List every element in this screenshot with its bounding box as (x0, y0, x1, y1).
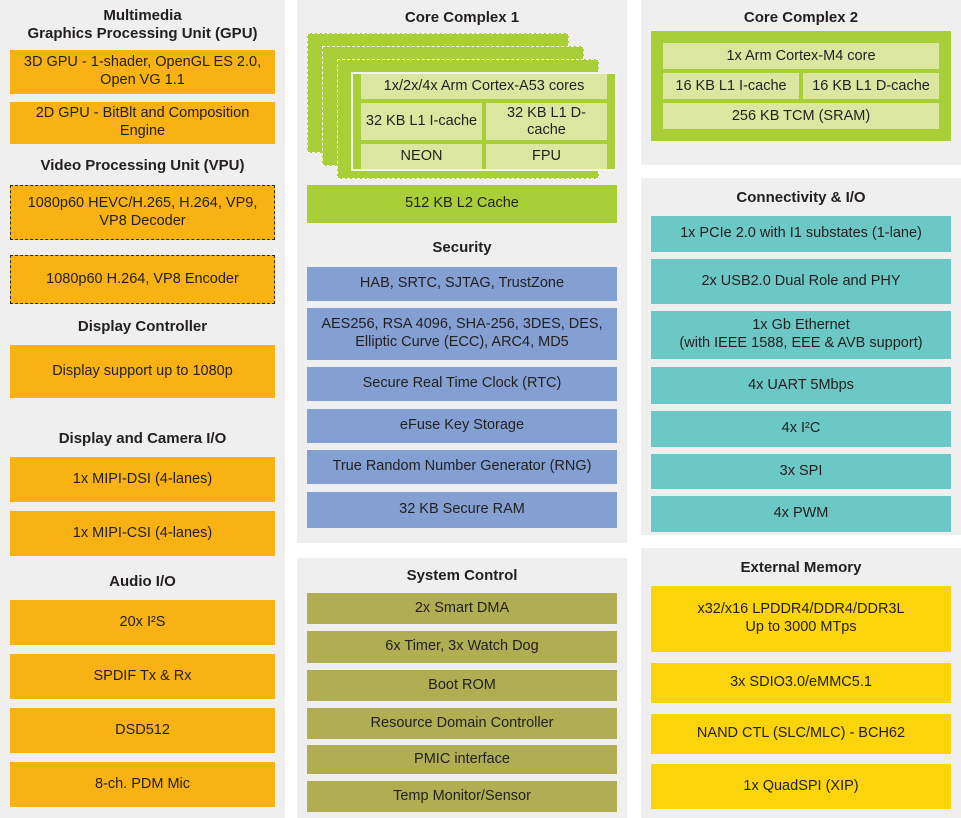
cortex-m4-container: 1x Arm Cortex-M4 core 16 KB L1 I-cache 1… (651, 31, 951, 141)
panel-external-memory: External Memory x32/x16 LPDDR4/DDR4/DDR3… (641, 548, 961, 818)
cell-a53-cores: 1x/2x/4x Arm Cortex-A53 cores (361, 73, 607, 99)
box-secure-rtc: Secure Real Time Clock (RTC) (307, 367, 617, 401)
cell-fpu: FPU (486, 144, 607, 170)
panel-core-complex-1: Core Complex 1 1x/2x/4x Arm Cortex-A53 c… (297, 0, 627, 543)
header-gpu: Graphics Processing Unit (GPU) (27, 25, 258, 42)
header-system-control: System Control (406, 567, 518, 584)
cell-l1-icache: 32 KB L1 I-cache (361, 102, 482, 141)
box-spi: 3x SPI (651, 454, 951, 489)
cell-tcm-sram: 256 KB TCM (SRAM) (663, 103, 939, 129)
box-pcie: 1x PCIe 2.0 with I1 substates (1-lane) (651, 216, 951, 252)
box-l2-cache: 512 KB L2 Cache (307, 185, 617, 223)
box-timer-watchdog: 6x Timer, 3x Watch Dog (307, 631, 617, 663)
header-display-controller: Display Controller (77, 318, 208, 335)
header-core-complex-1: Core Complex 1 (404, 9, 520, 26)
header-audio-io: Audio I/O (109, 573, 176, 590)
box-lpddr4-line2: Up to 3000 MTps (745, 619, 857, 635)
box-temp-monitor: Temp Monitor/Sensor (307, 781, 617, 812)
a53-row-units: NEON FPU (361, 144, 607, 170)
box-quadspi: 1x QuadSPI (XIP) (651, 764, 951, 809)
box-dsd512: DSD512 (10, 708, 275, 753)
box-pmic: PMIC interface (307, 745, 617, 774)
box-i2c: 4x I²C (651, 411, 951, 447)
box-2d-gpu: 2D GPU - BitBlt and Composition Engine (10, 102, 275, 144)
box-boot-rom: Boot ROM (307, 670, 617, 701)
box-nand-ctl: NAND CTL (SLC/MLC) - BCH62 (651, 714, 951, 754)
box-pwm: 4x PWM (651, 496, 951, 532)
box-uart: 4x UART 5Mbps (651, 367, 951, 404)
box-ethernet: 1x Gb Ethernet (with IEEE 1588, EEE & AV… (651, 311, 951, 359)
m4-row-core: 1x Arm Cortex-M4 core (663, 43, 939, 69)
cell-m4-icache: 16 KB L1 I-cache (663, 73, 799, 99)
header-core-complex-2: Core Complex 2 (743, 9, 859, 26)
a53-row-cores: 1x/2x/4x Arm Cortex-A53 cores (361, 73, 607, 99)
header-multimedia: Multimedia (103, 7, 182, 24)
a53-row-caches: 32 KB L1 I-cache 32 KB L1 D-cache (361, 102, 607, 141)
box-lpddr4: x32/x16 LPDDR4/DDR4/DDR3L Up to 3000 MTp… (651, 586, 951, 652)
cell-m4-dcache: 16 KB L1 D-cache (803, 73, 939, 99)
box-pdm-mic: 8-ch. PDM Mic (10, 762, 275, 807)
box-efuse: eFuse Key Storage (307, 409, 617, 443)
box-mipi-dsi: 1x MIPI-DSI (4-lanes) (10, 457, 275, 502)
box-resource-domain: Resource Domain Controller (307, 708, 617, 739)
box-spdif: SPDIF Tx & Rx (10, 654, 275, 699)
header-display-camera-io: Display and Camera I/O (58, 430, 227, 447)
header-security: Security (432, 239, 492, 256)
box-hab-trustzone: HAB, SRTC, SJTAG, TrustZone (307, 267, 617, 301)
cell-l1-dcache: 32 KB L1 D-cache (486, 102, 607, 141)
box-ethernet-line1: 1x Gb Ethernet (752, 317, 850, 334)
a53-card-front: 1x/2x/4x Arm Cortex-A53 cores 32 KB L1 I… (351, 72, 617, 171)
cortex-a53-card-stack: 1x/2x/4x Arm Cortex-A53 cores 32 KB L1 I… (307, 33, 617, 179)
cell-m4-core: 1x Arm Cortex-M4 core (663, 43, 939, 69)
box-display-support: Display support up to 1080p (10, 345, 275, 398)
header-connectivity-io: Connectivity & I/O (736, 189, 866, 206)
box-i2s: 20x I²S (10, 600, 275, 645)
box-vpu-decoder: 1080p60 HEVC/H.265, H.264, VP9, VP8 Deco… (10, 185, 275, 240)
m4-row-caches: 16 KB L1 I-cache 16 KB L1 D-cache (663, 73, 939, 99)
box-lpddr4-line1: x32/x16 LPDDR4/DDR4/DDR3L (697, 601, 905, 618)
header-external-memory: External Memory (740, 559, 862, 576)
box-ethernet-line2: (with IEEE 1588, EEE & AVB support) (679, 335, 923, 351)
box-vpu-encoder: 1080p60 H.264, VP8 Encoder (10, 255, 275, 304)
box-mipi-csi: 1x MIPI-CSI (4-lanes) (10, 511, 275, 556)
m4-row-tcm: 256 KB TCM (SRAM) (663, 103, 939, 129)
header-vpu: Video Processing Unit (VPU) (40, 157, 245, 174)
panel-connectivity-io: Connectivity & I/O 1x PCIe 2.0 with I1 s… (641, 178, 961, 535)
box-usb: 2x USB2.0 Dual Role and PHY (651, 259, 951, 304)
panel-core-complex-2: Core Complex 2 1x Arm Cortex-M4 core 16 … (641, 0, 961, 165)
box-crypto: AES256, RSA 4096, SHA-256, 3DES, DES, El… (307, 308, 617, 360)
panel-system-control: System Control 2x Smart DMA 6x Timer, 3x… (297, 558, 627, 818)
box-sdio-emmc: 3x SDIO3.0/eMMC5.1 (651, 663, 951, 703)
box-smart-dma: 2x Smart DMA (307, 593, 617, 624)
box-3d-gpu: 3D GPU - 1-shader, OpenGL ES 2.0, Open V… (10, 50, 275, 94)
panel-multimedia: Multimedia Graphics Processing Unit (GPU… (0, 0, 285, 818)
box-rng: True Random Number Generator (RNG) (307, 450, 617, 484)
box-secure-ram: 32 KB Secure RAM (307, 492, 617, 528)
cell-neon: NEON (361, 144, 482, 170)
